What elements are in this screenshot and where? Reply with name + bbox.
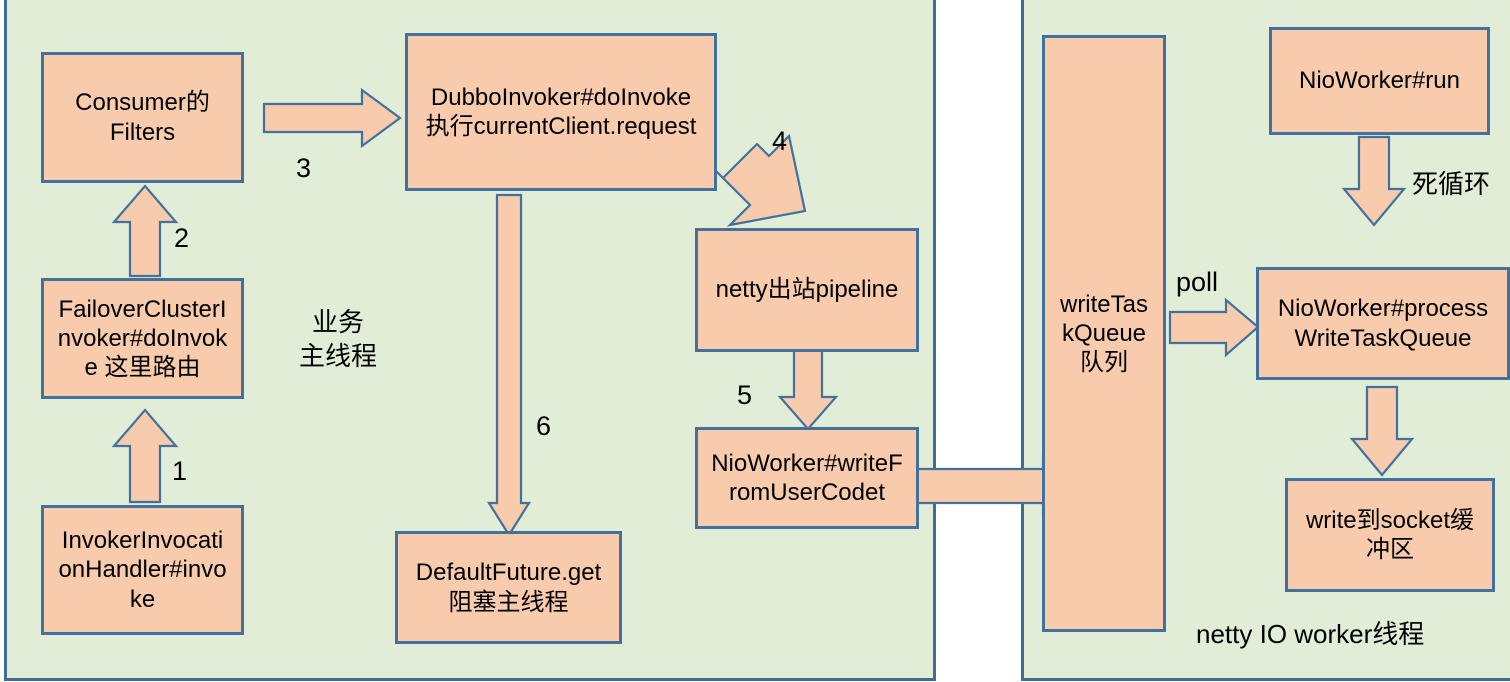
arrow-step-6 (487, 193, 531, 538)
box-nioworker-process-write-task-queue-label: NioWorker#process WriteTaskQueue (1277, 295, 1489, 352)
label-infinite-loop: 死循环 (1412, 169, 1491, 199)
label-step-1: 1 (172, 456, 188, 486)
box-failover-cluster-invoker[interactable]: FailoverClusterI nvoker#doInvok e 这里路由 (41, 278, 244, 399)
box-write-to-socket-buffer[interactable]: write到socket缓 冲区 (1285, 478, 1495, 592)
box-nioworker-run[interactable]: NioWorker#run (1269, 27, 1490, 135)
label-poll: poll (1176, 267, 1219, 297)
box-failover-cluster-invoker-label: FailoverClusterI nvoker#doInvok e 这里路由 (57, 295, 228, 382)
box-consumer-filters-label: Consumer的 Filters (75, 89, 210, 146)
arrow-step-2 (111, 184, 179, 278)
label-business-main-thread: 业务 主线程 (299, 307, 378, 372)
arrow-infinite-loop (1341, 135, 1407, 227)
label-step-4: 4 (772, 126, 788, 156)
box-nioworker-write-from-user-code[interactable]: NioWorker#writeF romUserCodet (695, 427, 919, 529)
box-netty-outbound-pipeline-label: netty出站pipeline (715, 276, 899, 304)
arrow-poll (1168, 297, 1260, 358)
arrow-to-socket-buffer (1349, 385, 1415, 477)
box-default-future-get[interactable]: DefaultFuture.get 阻塞主线程 (395, 531, 622, 644)
label-step-3: 3 (296, 153, 312, 183)
box-invoker-invocation-handler[interactable]: InvokerInvocati onHandler#invo ke (41, 505, 244, 635)
label-step-5: 5 (737, 380, 753, 410)
box-nioworker-run-label: NioWorker#run (1299, 67, 1460, 95)
box-write-task-queue-label: writeTas kQueue 队列 (1059, 290, 1149, 377)
box-consumer-filters[interactable]: Consumer的 Filters (41, 52, 244, 183)
label-step-2: 2 (174, 223, 190, 253)
box-dubbo-invoker-label: DubboInvoker#doInvoke 执行currentClient.re… (425, 83, 697, 140)
label-netty-io-worker-thread: netty IO worker线程 (1196, 619, 1425, 649)
box-write-to-socket-buffer-label: write到socket缓 冲区 (1305, 506, 1475, 563)
arrow-step-1 (111, 408, 179, 504)
box-invoker-invocation-handler-label: InvokerInvocati onHandler#invo ke (58, 527, 227, 613)
arrow-step-4 (715, 133, 807, 227)
box-write-task-queue[interactable]: writeTas kQueue 队列 (1042, 35, 1166, 632)
box-nioworker-process-write-task-queue[interactable]: NioWorker#process WriteTaskQueue (1256, 267, 1510, 380)
box-netty-outbound-pipeline[interactable]: netty出站pipeline (695, 228, 919, 352)
arrow-step-3 (262, 87, 402, 149)
arrow-step-5 (777, 347, 839, 431)
box-nioworker-write-from-user-code-label: NioWorker#writeF romUserCodet (711, 449, 903, 506)
label-step-6: 6 (536, 411, 552, 441)
box-dubbo-invoker[interactable]: DubboInvoker#doInvoke 执行currentClient.re… (405, 33, 717, 191)
box-default-future-get-label: DefaultFuture.get 阻塞主线程 (415, 559, 602, 616)
